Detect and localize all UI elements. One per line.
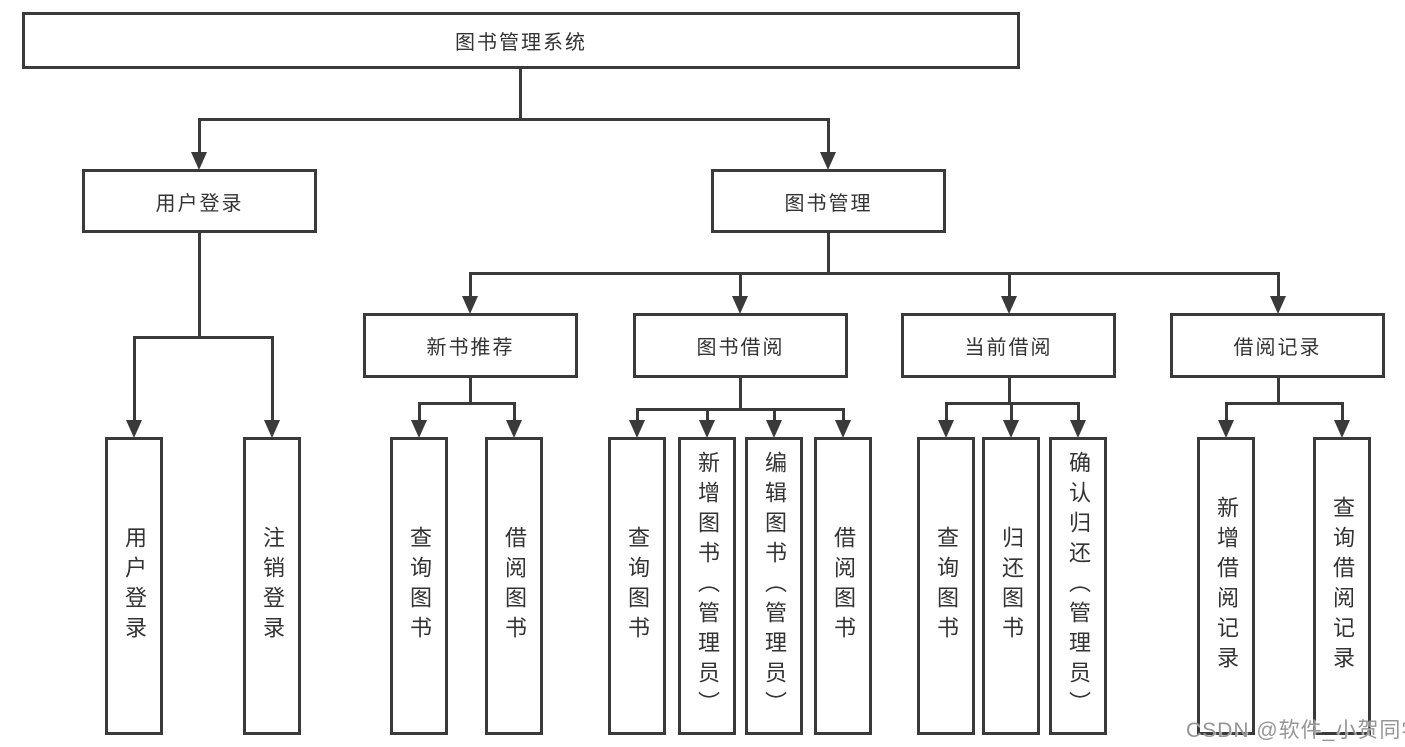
connector-line [469,272,1280,275]
node-label: 当前借阅 [964,337,1053,359]
node-label: 查询图书 [407,526,432,646]
leaf-confirm-return-admin: 确认归还（管理员） [1049,437,1107,735]
leaf-query-books-current: 查询图书 [917,437,975,735]
arrow-down-icon [732,296,748,314]
connector-line [636,408,639,424]
arrow-down-icon [699,420,715,438]
arrow-down-icon [766,420,782,438]
connector-line [1277,376,1280,404]
node-label: 用户登录 [122,526,147,646]
node-label: 编辑图书（管理员） [762,451,787,721]
leaf-edit-book-admin: 编辑图书（管理员） [745,437,803,735]
node-label: 图书管理系统 [455,32,587,54]
arrow-down-icon [1270,296,1286,314]
connector-line [1277,272,1280,300]
leaf-query-books-borrowing: 查询图书 [608,437,666,735]
leaf-borrow-books-recommend: 借阅图书 [485,437,543,735]
node-label: 查询图书 [934,526,959,646]
connector-line [739,272,742,300]
arrow-down-icon [191,152,207,170]
leaf-borrow-books-borrowing: 借阅图书 [814,437,872,735]
arrow-down-icon [1003,420,1019,438]
leaf-user-login: 用户登录 [105,437,163,735]
connector-line [469,376,472,404]
connector-line [1077,402,1080,424]
arrow-down-icon [1218,420,1234,438]
arrow-down-icon [1334,420,1350,438]
node-label: 借阅图书 [502,526,527,646]
connector-line [198,232,201,338]
connector-line [706,408,709,424]
node-label: 新增图书（管理员） [695,451,720,721]
connector-line [1008,376,1011,404]
connector-line [739,376,742,410]
connector-line [418,402,516,405]
node-user-login: 用户登录 [82,169,317,233]
connector-line [1225,402,1228,424]
connector-line [513,402,516,424]
arrow-down-icon [629,420,645,438]
connector-line [1225,402,1344,405]
arrow-down-icon [1001,296,1017,314]
node-label: 借阅图书 [831,526,856,646]
connector-line [827,118,830,156]
node-label: 归还图书 [999,526,1024,646]
leaf-query-borrow-record: 查询借阅记录 [1313,437,1371,735]
connector-line [198,118,830,121]
node-label: 新增借阅记录 [1214,496,1239,676]
leaf-return-book: 归还图书 [982,437,1040,735]
connector-line [133,336,136,424]
arrow-down-icon [126,420,142,438]
node-label: 新书推荐 [426,337,515,359]
watermark-text: CSDN @软件_小贺同学 [1186,719,1405,742]
node-label: 注销登录 [260,526,285,646]
node-book-borrowing: 图书借阅 [633,313,848,378]
connector-line [842,408,845,424]
connector-line [1010,402,1013,424]
connector-line [636,408,845,411]
node-label: 图书借阅 [696,337,785,359]
connector-line [1008,272,1011,300]
connector-line [469,272,472,300]
arrow-down-icon [411,420,427,438]
arrow-down-icon [264,420,280,438]
node-label: 查询图书 [625,526,650,646]
arrow-down-icon [462,296,478,314]
connector-line [945,402,948,424]
connector-line [133,336,274,339]
connector-line [1341,402,1344,424]
node-label: 图书管理 [784,192,873,215]
node-borrowing-records: 借阅记录 [1170,313,1385,378]
node-label: 借阅记录 [1233,337,1322,359]
connector-line [271,336,274,424]
connector-line [519,67,522,120]
arrow-down-icon [835,420,851,438]
leaf-add-book-admin: 新增图书（管理员） [678,437,736,735]
connector-line [827,232,830,275]
connector-line [418,402,421,424]
arrow-down-icon [1070,420,1086,438]
arrow-down-icon [506,420,522,438]
arrow-down-icon [938,420,954,438]
connector-line [198,118,201,156]
node-new-book-recommend: 新书推荐 [363,313,578,378]
leaf-query-books-recommend: 查询图书 [390,437,448,735]
node-label: 确认归还（管理员） [1066,451,1091,721]
leaf-add-borrow-record: 新增借阅记录 [1197,437,1255,735]
node-book-management: 图书管理 [711,169,946,233]
node-current-borrowing: 当前借阅 [901,313,1116,378]
arrow-down-icon [820,152,836,170]
leaf-logout: 注销登录 [243,437,301,735]
node-label: 用户登录 [155,192,244,215]
node-library-management-system: 图书管理系统 [22,12,1020,69]
node-label: 查询借阅记录 [1330,496,1355,676]
connector-line [773,408,776,424]
